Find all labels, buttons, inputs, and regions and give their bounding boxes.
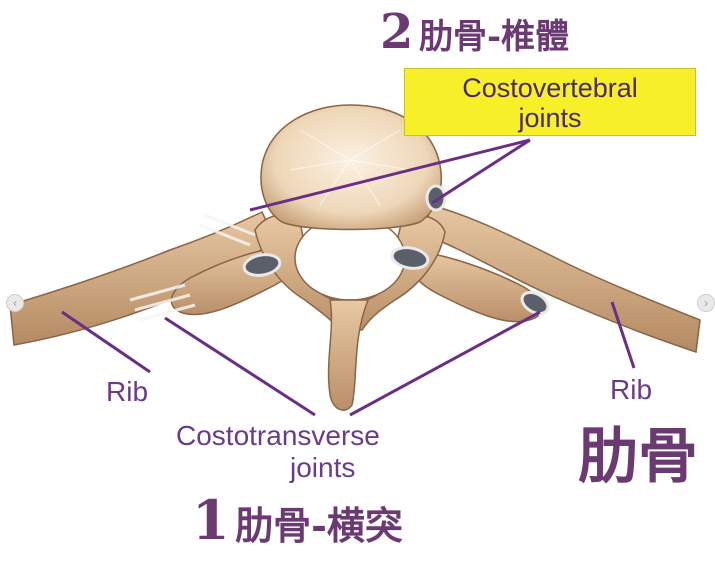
pointer-costotransverse-left xyxy=(164,316,316,417)
top-annotation-number: 2 xyxy=(380,4,414,60)
bottom-annotation-text: 肋骨-横突 xyxy=(235,503,403,548)
trabecular-texture xyxy=(289,129,411,206)
rib-right-chinese-label: 肋骨 xyxy=(578,422,698,492)
right-transverse-process xyxy=(406,249,542,323)
pointer-rib-left xyxy=(61,310,151,374)
top-annotation-text: 肋骨-椎體 xyxy=(418,17,570,57)
spinous-process xyxy=(327,299,370,411)
pointer-costovertebral-right xyxy=(431,138,531,205)
joint-facets xyxy=(242,184,550,315)
ligament-fibers xyxy=(129,213,256,322)
costotransverse-label-line2: joints xyxy=(290,452,356,483)
costovertebral-label-box: Costovertebral joints xyxy=(404,68,696,136)
chevron-left-icon[interactable]: ‹ xyxy=(6,294,24,312)
right-rib xyxy=(424,204,701,354)
pointer-costotransverse-right xyxy=(349,310,541,417)
bottom-annotation: 1 肋骨-横突 xyxy=(192,488,403,552)
pointer-rib-right xyxy=(610,301,636,369)
bottom-annotation-number: 1 xyxy=(192,488,230,552)
rib-right-label: Rib xyxy=(610,374,653,405)
pointer-lines xyxy=(61,138,636,417)
top-annotation: 2 肋骨-椎體 xyxy=(380,4,569,60)
chevron-right-icon[interactable]: › xyxy=(697,294,715,312)
pointer-costovertebral-left xyxy=(249,138,531,212)
costotransverse-label-line1: Costotransverse xyxy=(176,420,380,451)
costovertebral-label-line1: Costovertebral xyxy=(462,73,638,103)
costovertebral-label-line2: joints xyxy=(518,103,582,133)
rib-left-label: Rib xyxy=(106,376,149,407)
